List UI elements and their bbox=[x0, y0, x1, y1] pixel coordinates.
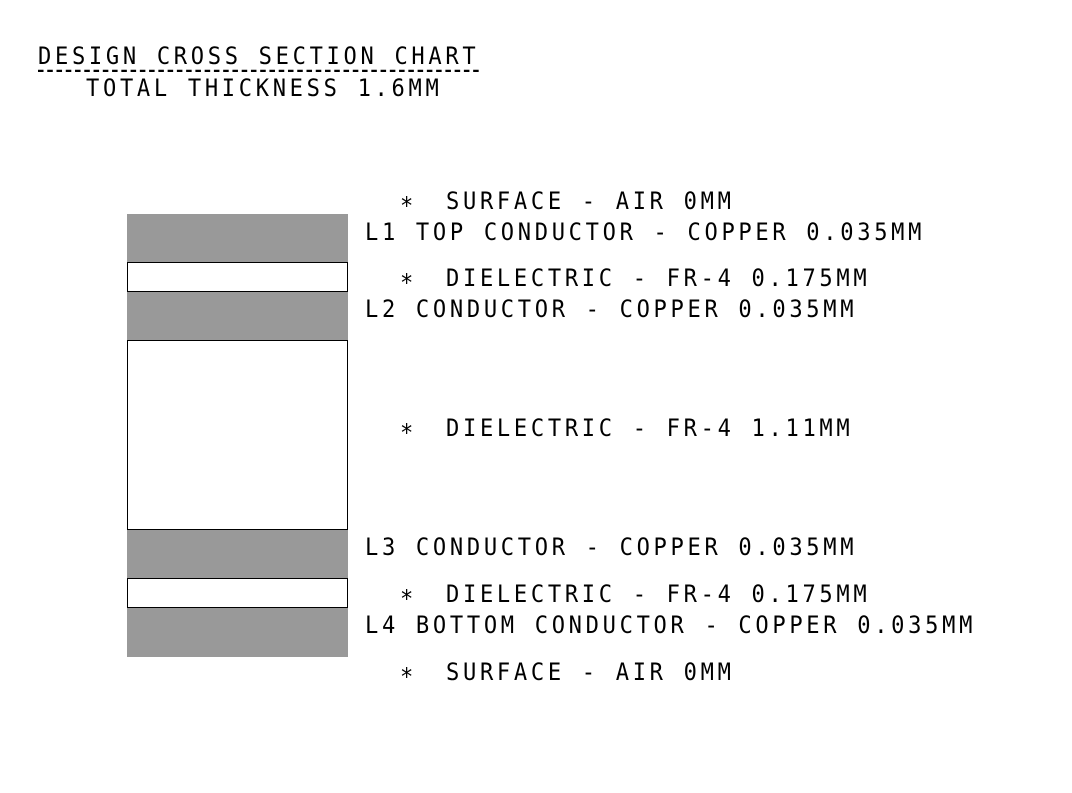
layer-label-text: DIELECTRIC - FR-4 0.175MM bbox=[446, 580, 871, 608]
layer-rect-dielectric-3 bbox=[127, 578, 348, 608]
layer-label-l3-conductor: L3 CONDUCTOR - COPPER 0.035MM bbox=[365, 533, 858, 561]
layer-label-dielectric-1: ∗ DIELECTRIC - FR-4 0.175MM bbox=[400, 266, 870, 290]
layer-label-text: SURFACE - AIR 0MM bbox=[446, 658, 735, 686]
layer-label-text: DIELECTRIC - FR-4 1.11MM bbox=[446, 414, 854, 442]
layer-rect-l4-conductor bbox=[127, 608, 348, 657]
layer-label-l4-conductor: L4 BOTTOM CONDUCTOR - COPPER 0.035MM bbox=[365, 611, 977, 639]
layer-rect-l3-conductor bbox=[127, 530, 348, 578]
asterisk-icon: ∗ bbox=[400, 414, 414, 442]
layer-label-dielectric-2: ∗ DIELECTRIC - FR-4 1.11MM bbox=[400, 416, 853, 440]
layer-label-text: SURFACE - AIR 0MM bbox=[446, 187, 735, 215]
layer-rect-dielectric-1 bbox=[127, 262, 348, 292]
layer-label-surface-bottom: ∗ SURFACE - AIR 0MM bbox=[400, 660, 735, 684]
asterisk-icon: ∗ bbox=[400, 658, 414, 686]
asterisk-icon: ∗ bbox=[400, 187, 414, 215]
layer-label-l2-conductor: L2 CONDUCTOR - COPPER 0.035MM bbox=[365, 295, 858, 323]
asterisk-icon: ∗ bbox=[400, 580, 414, 608]
total-thickness-label: TOTAL THICKNESS 1.6MM bbox=[86, 74, 443, 102]
layer-label-surface-top: ∗ SURFACE - AIR 0MM bbox=[400, 189, 735, 213]
layer-rect-l1-conductor bbox=[127, 214, 348, 262]
chart-title: DESIGN CROSS SECTION CHART bbox=[38, 42, 480, 70]
layer-label-l1-conductor: L1 TOP CONDUCTOR - COPPER 0.035MM bbox=[365, 218, 926, 246]
layer-label-text: DIELECTRIC - FR-4 0.175MM bbox=[446, 264, 871, 292]
layer-rect-dielectric-2 bbox=[127, 340, 348, 530]
layer-label-dielectric-3: ∗ DIELECTRIC - FR-4 0.175MM bbox=[400, 582, 870, 606]
layer-rect-l2-conductor bbox=[127, 292, 348, 340]
asterisk-icon: ∗ bbox=[400, 264, 414, 292]
